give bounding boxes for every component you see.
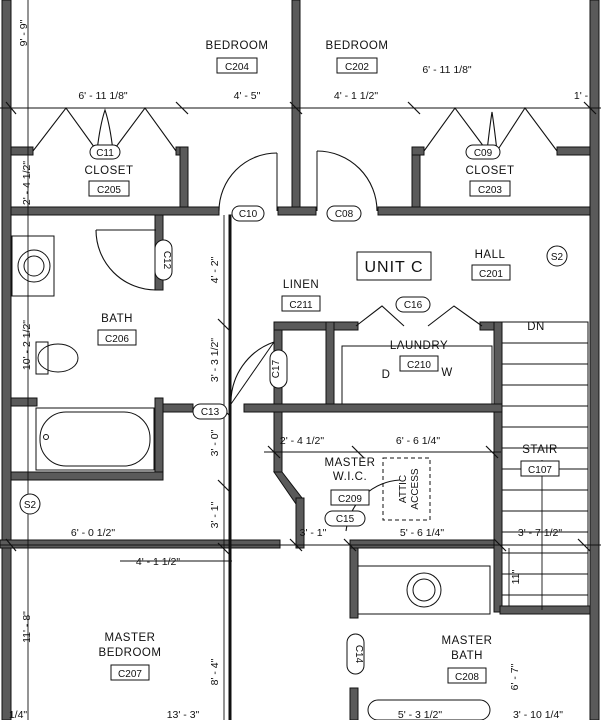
master-wic-label-2: W.I.C. [333, 471, 367, 483]
dim-3-1-v: 3' - 1" [209, 501, 221, 528]
sink-icon [17, 249, 51, 283]
master-bath-label-2: BATH [451, 650, 483, 662]
dim-8-4: 8' - 4" [209, 658, 221, 685]
bedroom-left-label: BEDROOM [206, 40, 269, 52]
dim-10-2-half: 10' - 2 1/2" [21, 320, 33, 370]
bedroom-right-tag: C202 [345, 62, 369, 73]
door-tag-c08: C08 [335, 209, 354, 220]
bedroom-right-label: BEDROOM [326, 40, 389, 52]
linen-tag: C211 [289, 300, 313, 311]
dim-6-11-right: 6' - 11 1/8" [422, 64, 472, 76]
master-bedroom-label-2: BEDROOM [99, 647, 162, 659]
door-tag-c13: C13 [201, 407, 220, 418]
dim-4-2: 4' - 2" [209, 256, 221, 283]
dryer-label: D [382, 369, 391, 381]
room-labels: BEDROOM C204 BEDROOM C202 C11 CLOSET C20… [84, 40, 560, 684]
section-markers: S2 S2 [19, 245, 568, 515]
dim-3-7-half: 3' - 7 1/2" [518, 527, 563, 539]
dim-qtr: 1/4" [9, 709, 28, 720]
master-wic-label-1: MASTER [325, 457, 376, 469]
attic-access-hatch [382, 457, 431, 521]
dim-4-1-half-b: 4' - 1 1/2" [136, 556, 181, 568]
closet-right-door-tag: C09 [474, 148, 493, 159]
vanity-counter [11, 235, 55, 297]
door-tag-c10: C10 [239, 209, 258, 220]
dim-6-11-left: 6' - 11 1/8" [78, 90, 128, 102]
linen-label: LINEN [283, 279, 319, 291]
master-bath-label-1: MASTER [442, 635, 493, 647]
dim-2-4-half-v: 2' - 4 1/2" [21, 161, 33, 206]
dim-13-3: 13' - 3" [167, 709, 200, 720]
door-tag-c14: C14 [353, 645, 364, 664]
master-sink-icon [406, 572, 442, 608]
master-wic-tag: C209 [338, 494, 362, 505]
door-tag-c12: C12 [161, 251, 172, 270]
dimension-text: 9' - 9" 6' - 11 1/8" 4' - 5" 4' - 1 1/2"… [9, 19, 589, 720]
dim-5-6-qtr: 5' - 6 1/4" [400, 527, 445, 539]
closet-left-door-tag: C11 [96, 148, 114, 159]
dim-5-3-half: 5' - 3 1/2" [398, 709, 443, 720]
fixtures [11, 235, 491, 720]
closet-right-label: CLOSET [465, 165, 514, 177]
laundry-tag: C210 [407, 360, 431, 371]
master-bedroom-label-1: MASTER [105, 632, 156, 644]
attic-label-2: ACCESS [410, 468, 421, 509]
attic-label-1: ATTIC [398, 475, 409, 503]
door-tags: C10 C08 C12 C16 C17 C13 C15 C14 [154, 205, 431, 675]
closet-left-tag: C205 [97, 185, 121, 196]
master-tub-icon [367, 699, 491, 720]
dim-4-5: 4' - 5" [234, 90, 261, 102]
dim-11: 11" [510, 569, 522, 584]
section-marker-s2-right: S2 [551, 252, 564, 263]
washer-label: W [441, 367, 452, 379]
door-tag-c17: C17 [271, 359, 282, 378]
master-bedroom-tag: C207 [118, 669, 142, 680]
dim-4-1-half: 4' - 1 1/2" [334, 90, 379, 102]
bath-tag: C206 [105, 334, 129, 345]
tub-icon [35, 407, 155, 471]
dim-3-3-half: 3' - 3 1/2" [209, 338, 221, 383]
stair-tag: C107 [528, 465, 552, 476]
laundry-label: LAUNDRY [390, 340, 448, 352]
dim-1-right: 1' - [574, 90, 589, 102]
hall-label: HALL [475, 249, 506, 261]
bedroom-left-tag: C204 [225, 62, 249, 73]
master-bath-tag: C208 [455, 672, 479, 683]
dim-11-8: 11' - 8" [21, 611, 33, 643]
bath-label: BATH [101, 313, 133, 325]
door-tag-c16: C16 [404, 300, 423, 311]
hall-tag: C201 [479, 269, 503, 280]
dim-6-0-half: 6' - 0 1/2" [71, 527, 116, 539]
unit-label: UNIT C [364, 259, 423, 276]
closet-right-tag: C203 [478, 185, 502, 196]
dim-2-4-half-h: 2' - 4 1/2" [280, 435, 325, 447]
dim-9-9: 9' - 9" [18, 19, 30, 46]
section-marker-s2-left: S2 [24, 500, 37, 511]
toilet-icon [37, 343, 79, 373]
dim-6-6-qtr: 6' - 6 1/4" [396, 435, 441, 447]
stair-label: STAIR [522, 444, 558, 456]
dim-3-10-qtr: 3' - 10 1/4" [513, 709, 563, 720]
master-vanity [357, 565, 491, 615]
dim-6-7: 6' - 7" [509, 663, 521, 690]
dim-3-0: 3' - 0" [209, 429, 221, 456]
stair-dn-label: DN [527, 321, 545, 333]
closet-left-label: CLOSET [84, 165, 133, 177]
dim-3-1-h: 3' - 1" [300, 527, 327, 539]
door-tag-c15: C15 [336, 514, 355, 525]
